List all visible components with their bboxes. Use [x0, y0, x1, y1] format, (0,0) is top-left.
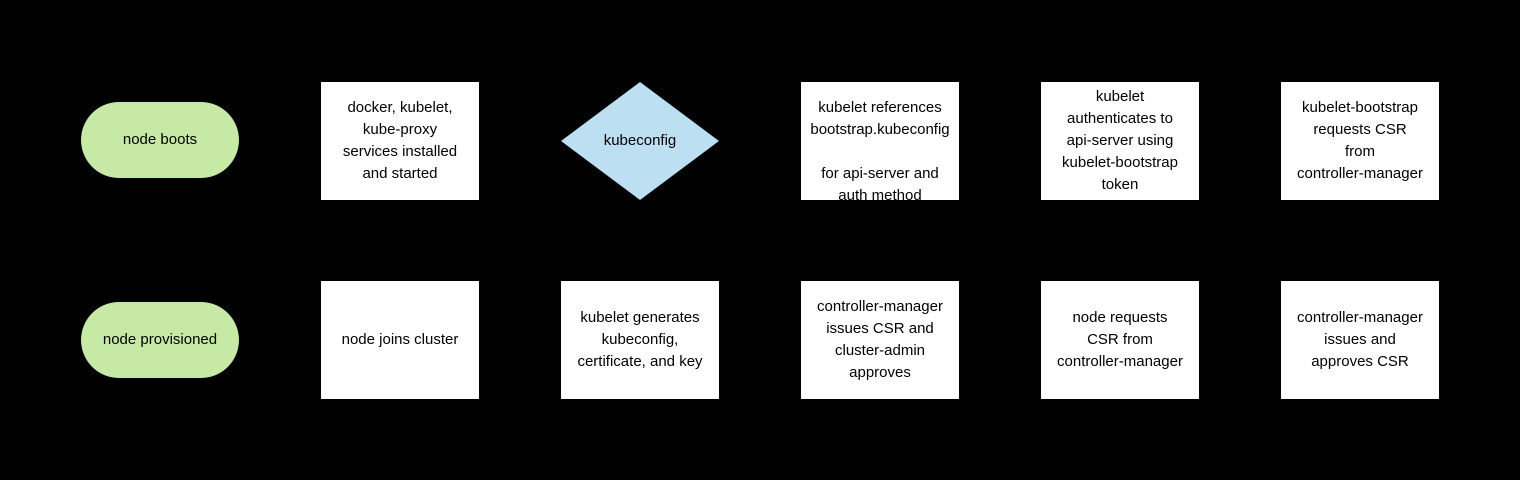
flow-node-label-line: auth method [838, 187, 922, 204]
flow-node-label: kubelet generates kubeconfig, certificat… [577, 309, 703, 370]
flow-node-label: controller-manager issues CSR and cluste… [817, 298, 943, 381]
flow-node-services-installed[interactable]: docker, kubelet, kube-proxy services ins… [321, 82, 479, 200]
flow-node-label: controller-manager issues and approves C… [1297, 309, 1423, 370]
flow-node-label-line: kubelet references [818, 99, 942, 116]
flow-node-label: node provisioned [102, 331, 218, 348]
flow-node-kubelet-generates-kubeconfig[interactable]: kubelet generates kubeconfig, certificat… [561, 281, 719, 399]
flow-node-label: node boots [122, 131, 198, 148]
flow-node-controller-manager-issues-csr[interactable]: controller-manager issues CSR and cluste… [801, 281, 959, 399]
flow-node-label-line-overflow: bootstrap.kubeconfig [810, 121, 950, 138]
flow-node-kubeconfig-decision[interactable]: kubeconfig [561, 82, 719, 200]
flow-node-kubelet-bootstrap-requests-csr[interactable]: kubelet-bootstrap requests CSR from cont… [1281, 82, 1439, 200]
flow-node-label: node joins cluster [341, 331, 459, 348]
flow-node-kubelet-references-bootstrap[interactable]: kubelet references bootstrap.kubeconfig … [801, 82, 959, 204]
flow-node-controller-manager-issues-approves[interactable]: controller-manager issues and approves C… [1281, 281, 1439, 399]
flow-node-label: node requests CSR from controller-manage… [1057, 309, 1183, 370]
flow-node-node-requests-csr[interactable]: node requests CSR from controller-manage… [1041, 281, 1199, 399]
flow-node-kubelet-authenticates[interactable]: kubelet authenticates to api-server usin… [1041, 82, 1199, 200]
flow-node-label: docker, kubelet, kube-proxy services ins… [342, 99, 458, 182]
flow-node-label: kubelet authenticates to api-server usin… [1062, 88, 1178, 193]
flow-node-node-provisioned[interactable]: node provisioned [81, 302, 239, 378]
flow-node-label: kubeconfig [603, 132, 677, 149]
flow-node-node-joins-cluster[interactable]: node joins cluster [321, 281, 479, 399]
flow-node-node-boots[interactable]: node boots [81, 102, 239, 178]
flow-node-label-line: for api-server and [821, 165, 939, 182]
flow-node-label-overflow: kubelet references bootstrap.kubeconfig … [801, 75, 959, 207]
flow-node-label: kubelet-bootstrap requests CSR from cont… [1297, 99, 1423, 182]
